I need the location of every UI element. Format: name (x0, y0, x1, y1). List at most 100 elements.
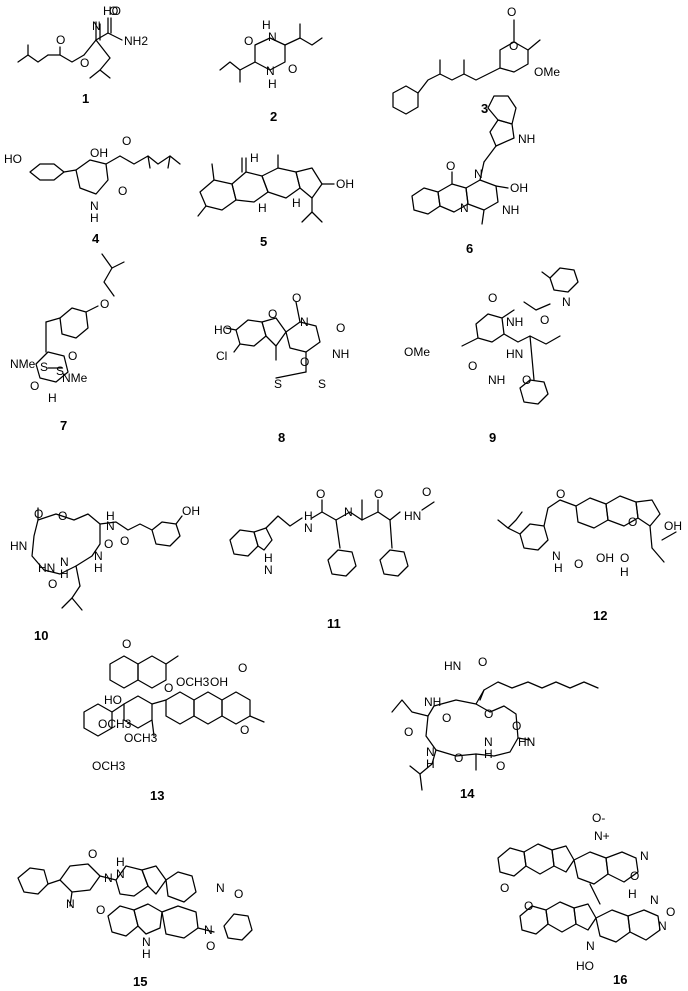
compound-9-atom-8: NH (488, 373, 505, 387)
compound-12-atom-2: O (628, 515, 637, 529)
compound-9-atom-4: O (540, 313, 549, 327)
compound-1-atom-5: O (56, 33, 65, 47)
compound-14-atom-12: N (484, 735, 493, 749)
compound-15-atom-9: N (204, 923, 213, 937)
compound-9-atom-6: HN (506, 347, 523, 361)
compound-8-atom-2: O (268, 307, 277, 321)
compound-7-atom-labels: O O NMe S S NMe O H (10, 297, 109, 405)
compound-16-atom-labels: O- N+ N O O N H O N O N HO (500, 811, 675, 973)
compound-9-atom-2: N (562, 295, 571, 309)
compound-2-atom-4: O (288, 62, 297, 76)
compound-3-number: 3 (481, 101, 488, 116)
compound-12-atom-1: O (556, 487, 565, 501)
compound-5-atom-1: H (250, 151, 259, 165)
compound-4-atom-labels: HO OH O O N H (4, 134, 131, 225)
compound-9-atom-3: NH (506, 315, 523, 329)
compound-14-atom-6: O (512, 719, 521, 733)
compound-9-atom-1: O (488, 291, 497, 305)
compound-9-atom-7: O (468, 359, 477, 373)
compound-6-atom-1: NH (518, 132, 535, 146)
compound-10-atom-8: HN (38, 561, 55, 575)
compound-12-structure (497, 495, 677, 563)
compound-6-atom-labels: NH O N OH N NH (446, 132, 535, 217)
compound-8-atom-labels: HO O N O O NH Cl O S S (214, 291, 349, 391)
compound-14-atom-10: H (426, 757, 435, 771)
compound-15-atom-12: O (206, 939, 215, 953)
compound-12-atom-labels: O O OH N H O OH O H (552, 487, 682, 579)
compound-5-number: 5 (260, 234, 267, 249)
compound-8-atom-9: S (274, 377, 282, 391)
compound-3-structure (392, 19, 541, 115)
compound-7-number: 7 (60, 418, 67, 433)
compound-8-atom-8: O (300, 355, 309, 369)
compound-3-atom-3: OMe (534, 65, 560, 79)
compound-8-atom-4: O (292, 291, 301, 305)
compound-5-atom-3: OH (336, 177, 354, 191)
compound-11-atom-6: H (264, 551, 273, 565)
compound-14-atom-3: NH (424, 695, 441, 709)
compound-6-atom-2: O (446, 159, 455, 173)
compound-7-atom-7: O (30, 379, 39, 393)
compound-7-atom-4: S (40, 360, 48, 374)
compound-9-atom-9: O (522, 373, 531, 387)
compound-16-atom-10: O (524, 899, 533, 913)
compound-5-atom-2: H (258, 201, 267, 215)
compound-8-atom-1: HO (214, 323, 232, 337)
compound-12-atom-5: H (554, 561, 563, 575)
compound-4-atom-4: O (118, 184, 127, 198)
compound-1-atom-3: O (109, 4, 118, 18)
compound-16-atom-2: N+ (594, 829, 610, 843)
compound-15-structure (17, 863, 253, 941)
compound-10-atom-9: O (48, 577, 57, 591)
compound-2-atom-6: H (268, 77, 277, 91)
compound-2-atom-2: N (268, 30, 277, 44)
compound-8-atom-6: NH (332, 347, 349, 361)
compound-15-atom-6: O (96, 903, 105, 917)
compound-14-atom-2: O (478, 655, 487, 669)
compound-14-atom-5: O (484, 707, 493, 721)
compound-13-atom-9: OCH3 (92, 759, 126, 773)
compound-12-atom-7: OH (596, 551, 614, 565)
compound-16-number: 16 (613, 972, 627, 987)
compound-7-atom-1: O (100, 297, 109, 311)
compound-15-atom-1: O (88, 847, 97, 861)
compound-11-atom-2: O (374, 487, 383, 501)
compound-11-atom-labels: O O N H N H N O HN (264, 485, 431, 577)
compound-1-atom-4: NH2 (124, 34, 148, 48)
compound-1-atom-2: N (92, 19, 101, 33)
compound-10-atom-labels: OH O O H N O HN HN O N H O N H (10, 504, 200, 591)
compound-16-atom-6: N (650, 893, 659, 907)
compound-13-atom-2: HO (104, 693, 122, 707)
compound-6-number: 6 (466, 241, 473, 256)
compound-4-structure (29, 155, 181, 195)
compound-15-number: 15 (133, 974, 147, 989)
compound-12-atom-8: O (620, 551, 629, 565)
compound-12-atom-4: N (552, 549, 561, 563)
compound-7-atom-8: H (48, 391, 57, 405)
compound-1-structure (17, 17, 123, 79)
compound-10-atom-1: OH (182, 504, 200, 518)
compound-13-atom-6: O (238, 661, 247, 675)
compound-9-atom-labels: O N NH O OMe HN O NH O (404, 291, 571, 387)
compound-11-atom-1: O (316, 487, 325, 501)
compound-14-atom-labels: HN O NH O O O HN O N H O N H O (404, 655, 535, 773)
compound-14-number: 14 (460, 786, 475, 801)
compound-11-structure (229, 499, 435, 577)
compound-7-atom-2: O (68, 349, 77, 363)
compound-10-atom-10: N (94, 549, 103, 563)
compound-13-atom-labels: O HO O OCH3 OH O OCH3 OCH3 OCH3 O (92, 637, 249, 773)
compound-8-atom-10: S (318, 377, 326, 391)
compound-15-atom-5: N (66, 897, 75, 911)
compound-1-number: 1 (82, 91, 89, 106)
compound-13-atom-4: OCH3 (98, 717, 132, 731)
compound-15-atom-11: H (142, 947, 151, 961)
compound-2-number: 2 (270, 109, 277, 124)
compound-15-atom-4: N (104, 871, 113, 885)
compound-11-atom-4: H (304, 509, 313, 523)
compound-13-number: 13 (150, 788, 164, 803)
compound-16-atom-1: O- (592, 811, 605, 825)
compound-16-atom-12: HO (576, 959, 594, 973)
compound-13-atom-10: O (240, 723, 249, 737)
compound-16-atom-11: N (586, 939, 595, 953)
